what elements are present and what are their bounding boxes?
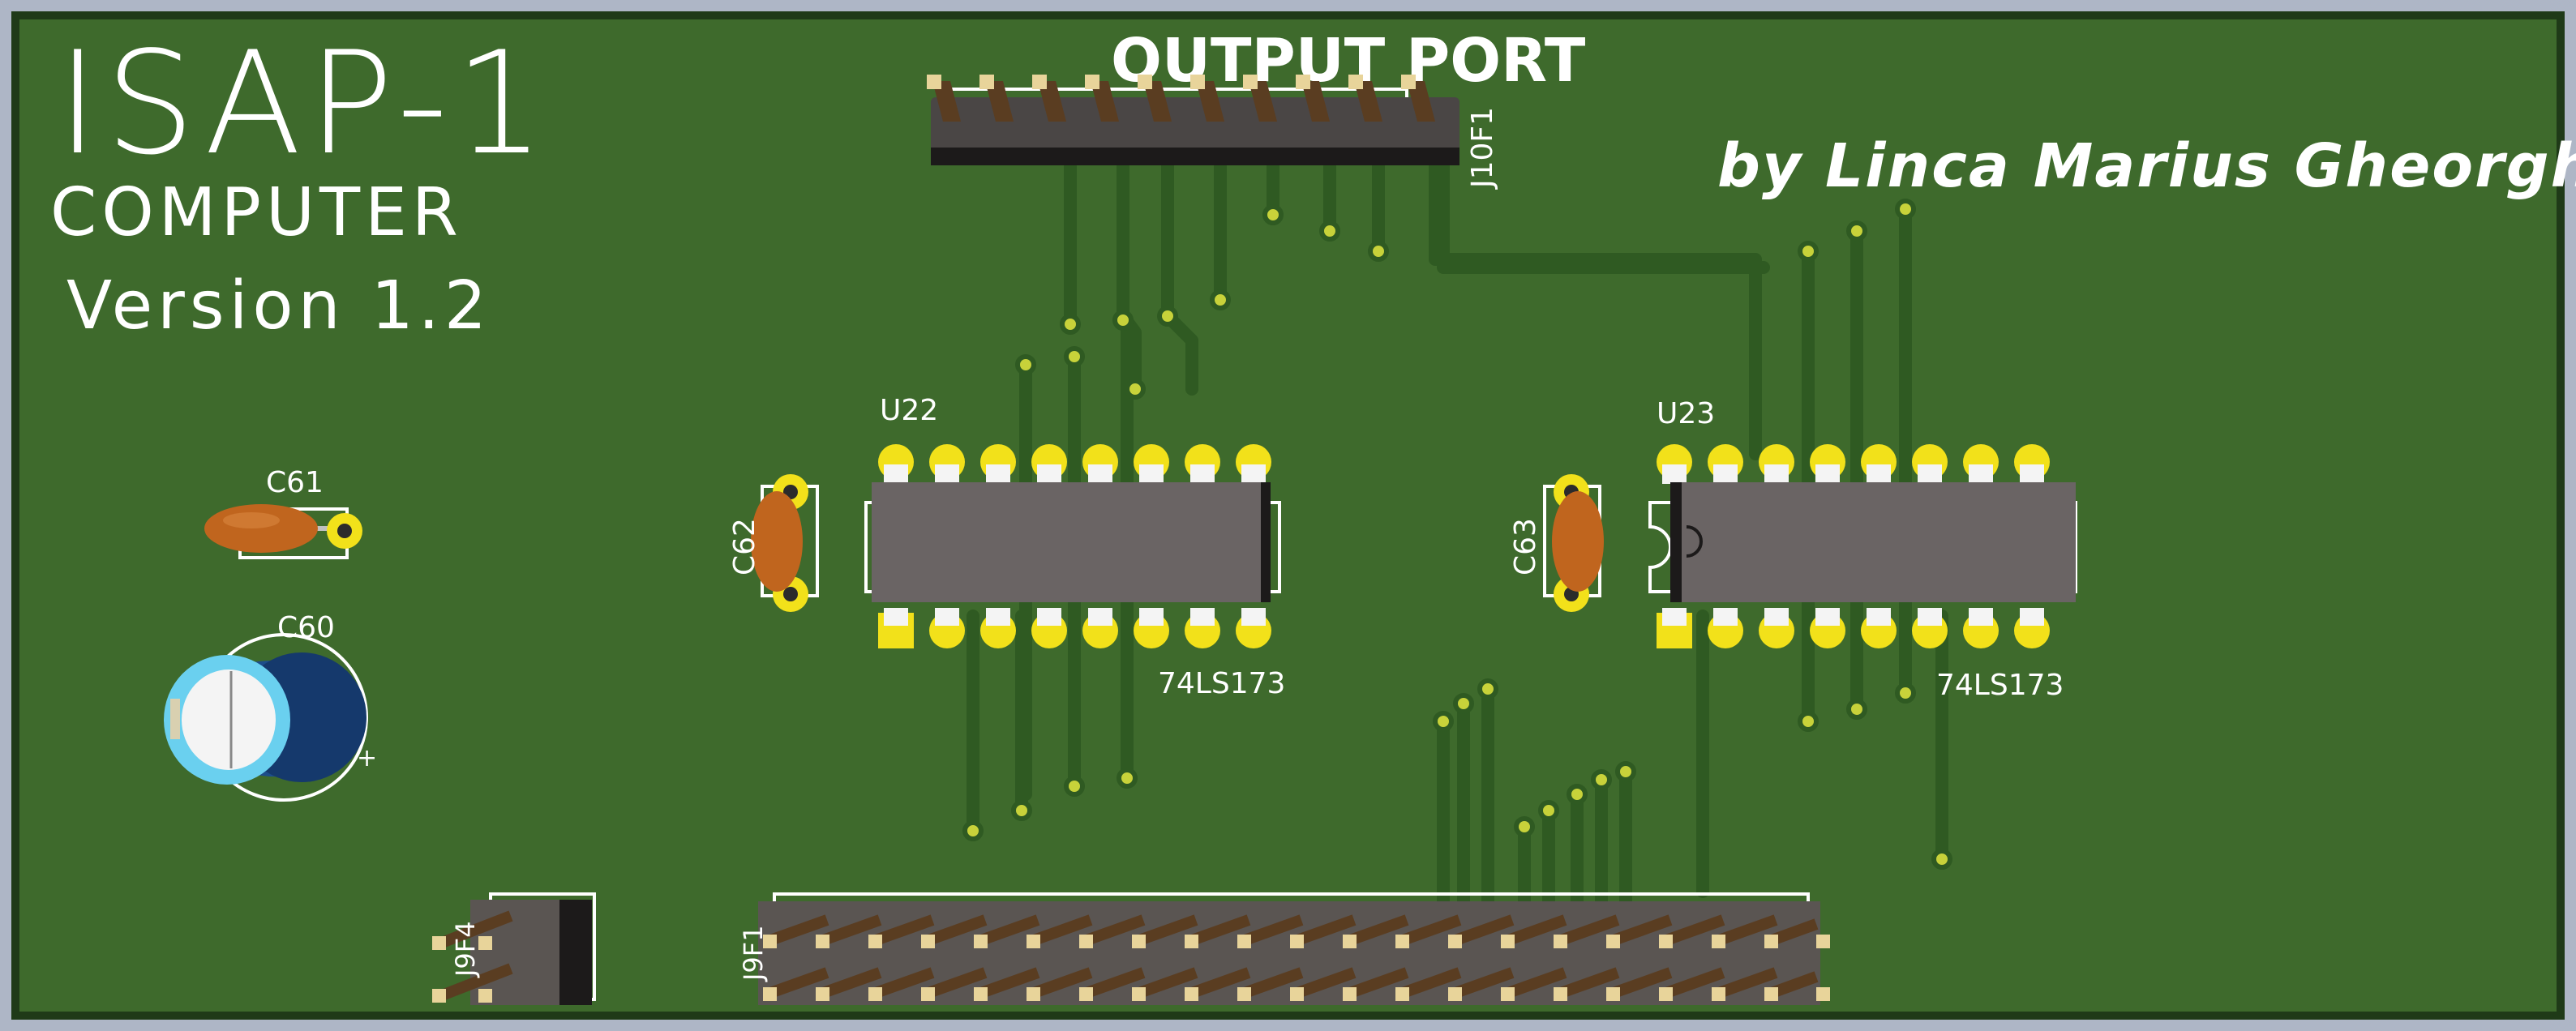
board-title: ISAP-1 [57, 22, 551, 186]
board-author: by Linca Marius Gheorghe [1717, 131, 2576, 201]
c60-label: C60 [277, 611, 335, 644]
c62-label: C62 [728, 518, 761, 575]
u22-part-number: 74LS173 [1158, 667, 1285, 700]
output-port-title: OUTPUT PORT [1111, 26, 1586, 96]
j9f4-label: J9F4 [450, 921, 481, 978]
c60-polarity-mark: + [357, 744, 377, 772]
solder-mask [19, 19, 2557, 1012]
j9f1-label: J9F1 [738, 925, 769, 982]
u23-ic [1648, 444, 2077, 648]
u23-part-number: 74LS173 [1936, 669, 2064, 702]
u22-ic [864, 444, 1281, 648]
board-subtitle: COMPUTER [50, 174, 463, 251]
c63-label: C63 [1509, 518, 1542, 575]
c61-capacitor [204, 504, 362, 559]
u22-label: U22 [880, 394, 938, 427]
output-port-header [927, 75, 1459, 165]
vias [962, 199, 1952, 870]
board-version: Version 1.2 [66, 267, 491, 344]
u23-label: U23 [1657, 397, 1715, 430]
c62-capacitor [751, 474, 819, 612]
c61-label: C61 [266, 466, 324, 499]
c60-capacitor [164, 633, 368, 802]
j9f4-header [432, 892, 596, 1005]
c63-capacitor [1543, 474, 1604, 612]
j10f1-label: J10F1 [1466, 107, 1499, 190]
copper-traces [967, 156, 1948, 914]
j9f1-header [758, 892, 1830, 1005]
